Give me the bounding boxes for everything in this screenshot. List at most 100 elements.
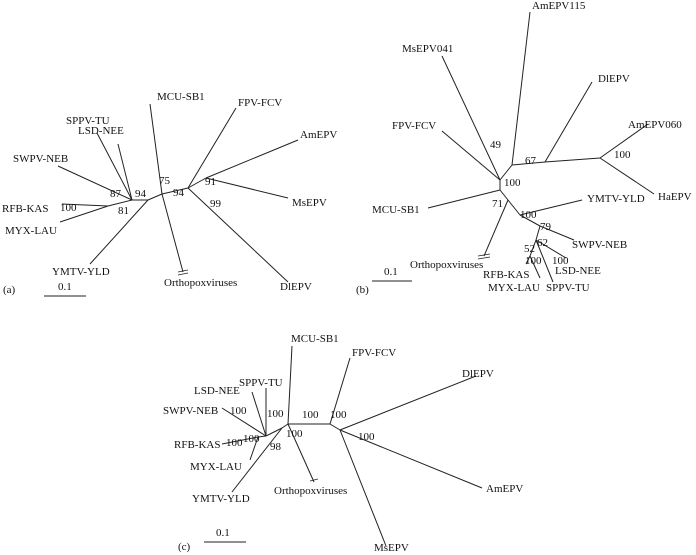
bootstrap-value: 100	[243, 433, 260, 445]
scale-bar-label: 0.1	[384, 266, 398, 278]
taxon-label: HaEPV	[658, 191, 692, 203]
taxon-label: MsEPV041	[402, 43, 453, 55]
bootstrap-value: 49	[490, 139, 502, 151]
bootstrap-value: 94	[135, 188, 147, 200]
taxon-label: DlEPV	[280, 281, 312, 293]
bootstrap-value: 71	[492, 198, 503, 210]
panel-label: (b)	[356, 284, 369, 296]
taxon-label: YMTV-YLD	[52, 266, 110, 278]
branch	[161, 187, 189, 195]
bootstrap-value: 75	[159, 175, 171, 187]
bootstrap-value: 100	[302, 409, 319, 421]
bootstrap-value: 94	[173, 187, 185, 199]
taxon-label: FPV-FCV	[392, 120, 436, 132]
branch	[57, 165, 133, 201]
taxon-label: SWPV-NEB	[572, 239, 627, 251]
branch	[309, 478, 319, 482]
branch	[427, 189, 501, 209]
scale-bar-label: 0.1	[216, 527, 230, 539]
branch	[281, 423, 289, 429]
branch	[249, 436, 259, 461]
branch	[539, 225, 575, 241]
branch	[89, 199, 149, 265]
taxon-label: AmEPV060	[628, 119, 682, 131]
branch	[61, 203, 109, 207]
branch	[177, 272, 189, 276]
bootstrap-value: 100	[358, 431, 375, 443]
branch	[477, 256, 491, 260]
bootstrap-value: 91	[205, 176, 216, 188]
branch	[339, 375, 477, 431]
taxon-label: Orthopoxviruses	[410, 259, 483, 271]
branch	[147, 193, 163, 201]
branch	[149, 103, 163, 195]
taxon-label: RFB-KAS	[483, 269, 529, 281]
taxon-label: LSD-NEE	[194, 385, 240, 397]
taxon-label: SPPV-TU	[66, 115, 110, 127]
taxon-label: LSD-NEE	[78, 125, 124, 137]
taxon-label: Orthopoxviruses	[274, 485, 347, 497]
branch	[221, 407, 267, 437]
branch	[329, 423, 341, 431]
bootstrap-value: 100	[226, 437, 243, 449]
scale-bar-label: 0.1	[58, 281, 72, 293]
taxon-label: MsEPV	[374, 542, 409, 554]
branch	[231, 427, 283, 493]
taxon-label: MCU-SB1	[157, 91, 205, 103]
panel-a-labels: MCU-SB1 FPV-FCV AmEPV MsEPV DlEPV Orthop…	[2, 91, 337, 297]
taxon-label: SPPV-TU	[546, 282, 590, 294]
bootstrap-value: 52	[524, 243, 535, 255]
branch	[499, 164, 513, 181]
bootstrap-value: 100	[520, 209, 537, 221]
branch	[477, 253, 491, 257]
branch	[441, 55, 501, 181]
taxon-label: MCU-SB1	[291, 333, 339, 345]
branch	[339, 429, 387, 547]
branch	[339, 429, 483, 489]
branch	[507, 199, 521, 216]
bootstrap-value: 100	[60, 202, 77, 214]
branch	[287, 423, 315, 483]
bootstrap-value: 100	[525, 255, 542, 267]
taxon-label: RFB-KAS	[174, 439, 220, 451]
branch	[511, 161, 546, 166]
branch	[161, 193, 184, 273]
taxon-label: MYX-LAU	[488, 282, 540, 294]
branch	[257, 435, 267, 438]
branch	[187, 187, 289, 283]
taxon-label: MsEPV	[292, 197, 327, 209]
bootstrap-value: 98	[270, 441, 282, 453]
taxon-label: DlEPV	[462, 368, 494, 380]
taxon-label: RFB-KAS	[2, 203, 48, 215]
taxon-label: DlEPV	[598, 73, 630, 85]
bootstrap-value: 99	[210, 198, 222, 210]
panel-b-labels: AmEPV115 MsEPV041 DlEPV AmEPV060 HaEPV F…	[356, 0, 692, 296]
taxon-label: MCU-SB1	[372, 204, 420, 216]
taxon-label: AmEPV	[300, 129, 337, 141]
branch	[187, 177, 207, 189]
panel-label: (a)	[3, 284, 16, 296]
branch	[205, 177, 289, 199]
taxon-label: SPPV-TU	[239, 377, 283, 389]
branch	[96, 132, 133, 201]
bootstrap-value: 100	[504, 177, 521, 189]
branch	[519, 214, 541, 227]
bootstrap-value: 100	[267, 408, 284, 420]
taxon-label: SWPV-NEB	[13, 153, 68, 165]
branch	[107, 199, 133, 207]
branch	[205, 139, 299, 179]
branch	[529, 255, 541, 279]
branch	[535, 239, 567, 259]
branch	[251, 391, 267, 437]
taxon-label: Orthopoxviruses	[164, 277, 237, 289]
taxon-label: YMTV-YLD	[192, 493, 250, 505]
branch	[329, 357, 351, 425]
taxon-label: YMTV-YLD	[587, 193, 645, 205]
branch	[117, 143, 133, 201]
bootstrap-value: 100	[552, 255, 569, 267]
taxon-label: MYX-LAU	[190, 461, 242, 473]
taxon-label: MYX-LAU	[5, 225, 57, 237]
branch	[511, 11, 531, 166]
branch	[483, 199, 509, 257]
